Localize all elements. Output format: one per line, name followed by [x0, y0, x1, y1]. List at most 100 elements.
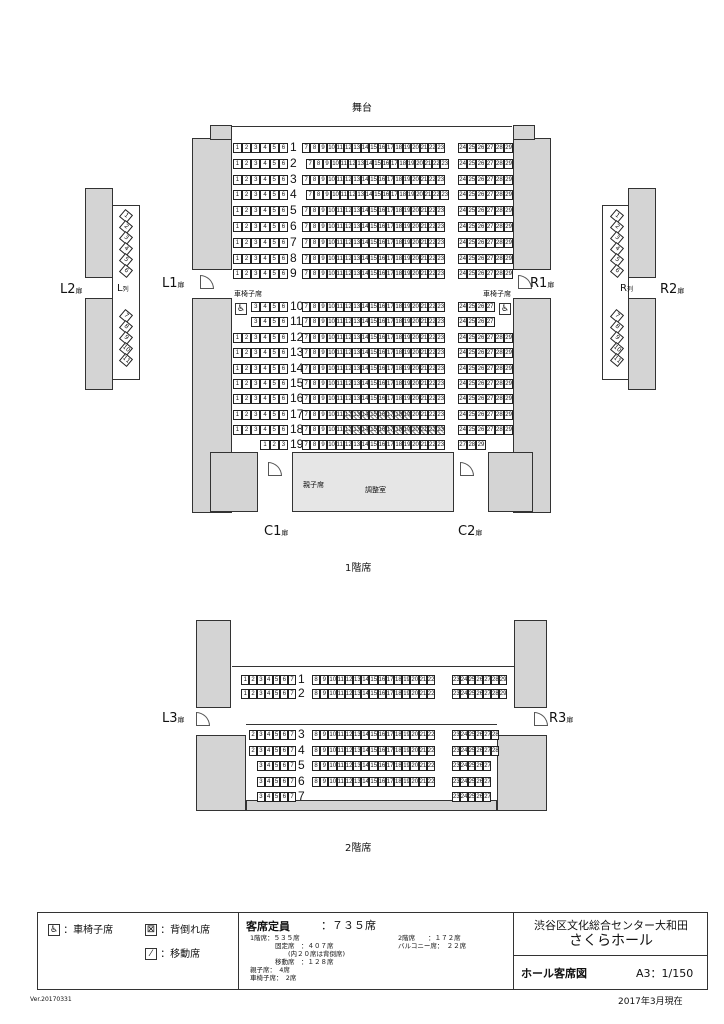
seat[interactable]: 15 [369, 409, 378, 420]
seat[interactable]: 2 [269, 440, 279, 450]
seat[interactable]: 14 [361, 745, 370, 756]
seat[interactable]: 28 [494, 143, 504, 153]
seat[interactable]: 8 [310, 302, 319, 312]
seat[interactable]: 4 [260, 379, 270, 389]
seat[interactable]: 6 [278, 394, 288, 405]
seat[interactable]: 16 [377, 363, 386, 374]
seat[interactable]: 3 [257, 745, 265, 756]
seat[interactable]: 19 [402, 317, 412, 328]
seat[interactable]: 13 [353, 761, 362, 771]
seat[interactable]: 11 [335, 222, 344, 232]
seat[interactable]: 24 [458, 222, 468, 232]
seat[interactable]: 5 [269, 174, 279, 185]
seat[interactable]: 6 [280, 745, 289, 756]
seat[interactable]: 9 [320, 745, 329, 756]
seat[interactable]: 5 [269, 409, 279, 420]
seat[interactable]: 6 [278, 317, 288, 328]
seat[interactable]: 28 [494, 363, 504, 374]
seat[interactable]: 29 [504, 174, 514, 185]
seat[interactable]: 28 [494, 158, 504, 169]
seat[interactable]: 6 [280, 689, 289, 699]
seat[interactable]: 19 [402, 675, 411, 685]
seat[interactable]: 18 [394, 253, 403, 264]
seat[interactable]: 5 [272, 776, 281, 787]
seat[interactable]: 9 [318, 206, 328, 217]
seat[interactable]: 12 [344, 348, 353, 359]
seat[interactable]: 3 [257, 792, 265, 802]
seat[interactable]: 23 [440, 158, 449, 169]
seat[interactable]: 13 [352, 440, 361, 450]
seat[interactable]: 14 [360, 363, 370, 374]
seat[interactable]: 17 [386, 317, 395, 328]
seat[interactable]: 9 [318, 409, 328, 420]
seat[interactable]: 16 [377, 409, 386, 420]
seat[interactable]: 1 [241, 675, 250, 685]
seat[interactable]: 11 [335, 206, 344, 217]
seat[interactable]: 16 [377, 761, 386, 771]
seat[interactable]: 27 [485, 394, 495, 405]
seat[interactable]: 10 [327, 317, 336, 328]
seat[interactable]: 10 [327, 237, 336, 248]
seat[interactable]: 26 [476, 409, 486, 420]
seat[interactable]: 15 [369, 394, 378, 405]
seat[interactable]: 23 [436, 348, 445, 359]
seat[interactable]: 2 [249, 745, 257, 756]
seat[interactable]: 15 [369, 253, 378, 264]
seat[interactable]: 25 [467, 425, 477, 436]
seat[interactable]: 24 [458, 237, 468, 248]
seat[interactable]: 17 [386, 440, 395, 450]
seat[interactable]: 17 [386, 302, 395, 312]
seat[interactable]: 13 [352, 206, 361, 217]
seat[interactable]: 3 [251, 222, 261, 232]
seat[interactable]: 10 [328, 761, 337, 771]
seat[interactable]: 25 [467, 761, 476, 771]
seat[interactable]: 24 [459, 776, 468, 787]
seat[interactable]: 27 [483, 745, 491, 756]
seat[interactable]: 15 [369, 332, 378, 343]
seat[interactable]: 27 [485, 302, 495, 312]
seat[interactable]: 19 [402, 776, 411, 787]
seat[interactable]: 15 [369, 348, 378, 359]
seat[interactable]: 1 [232, 237, 242, 248]
seat[interactable]: 2 [242, 409, 252, 420]
seat[interactable]: 9 [318, 174, 328, 185]
seat[interactable]: 26 [475, 689, 484, 699]
door-l3[interactable] [196, 712, 210, 726]
seat[interactable]: 12 [344, 253, 353, 264]
seat[interactable]: 5 [272, 730, 281, 740]
seat[interactable]: 9 [320, 689, 329, 699]
seat[interactable]: 29 [504, 143, 514, 153]
seat[interactable]: 15 [369, 689, 378, 699]
seat[interactable]: 3 [251, 332, 261, 343]
seat[interactable]: 20 [410, 745, 419, 756]
seat[interactable]: 27 [483, 689, 491, 699]
seat[interactable]: 5 [269, 348, 279, 359]
seat[interactable]: 19 [402, 237, 412, 248]
seat[interactable]: 6 [278, 302, 288, 312]
seat[interactable]: 22 [426, 745, 435, 756]
seat[interactable]: 21 [419, 317, 428, 328]
seat[interactable]: 5 [269, 317, 279, 328]
door-c1[interactable] [268, 462, 282, 476]
seat[interactable]: 23 [452, 675, 460, 685]
seat[interactable]: 8 [310, 440, 319, 450]
seat[interactable]: 3 [251, 317, 261, 328]
seat[interactable]: 3 [251, 158, 261, 169]
seat[interactable]: 17 [385, 776, 394, 787]
seat[interactable]: 7 [302, 269, 311, 280]
seat[interactable]: 21 [419, 269, 428, 280]
seat[interactable]: 28 [494, 237, 504, 248]
seat[interactable]: 21 [419, 143, 428, 153]
seat[interactable]: 24 [458, 363, 468, 374]
seat[interactable]: 8 [312, 761, 321, 771]
seat[interactable]: 1 [232, 425, 242, 436]
seat[interactable]: 17 [385, 730, 394, 740]
seat[interactable]: 7 [302, 143, 311, 153]
seat[interactable]: 12 [344, 379, 353, 389]
seat[interactable]: 26 [476, 348, 486, 359]
seat[interactable]: 6 [278, 237, 288, 248]
seat[interactable]: 2 [242, 379, 252, 389]
seat[interactable]: 11 [335, 440, 344, 450]
seat[interactable]: 8 [310, 363, 319, 374]
seat[interactable]: 3 [278, 440, 288, 450]
